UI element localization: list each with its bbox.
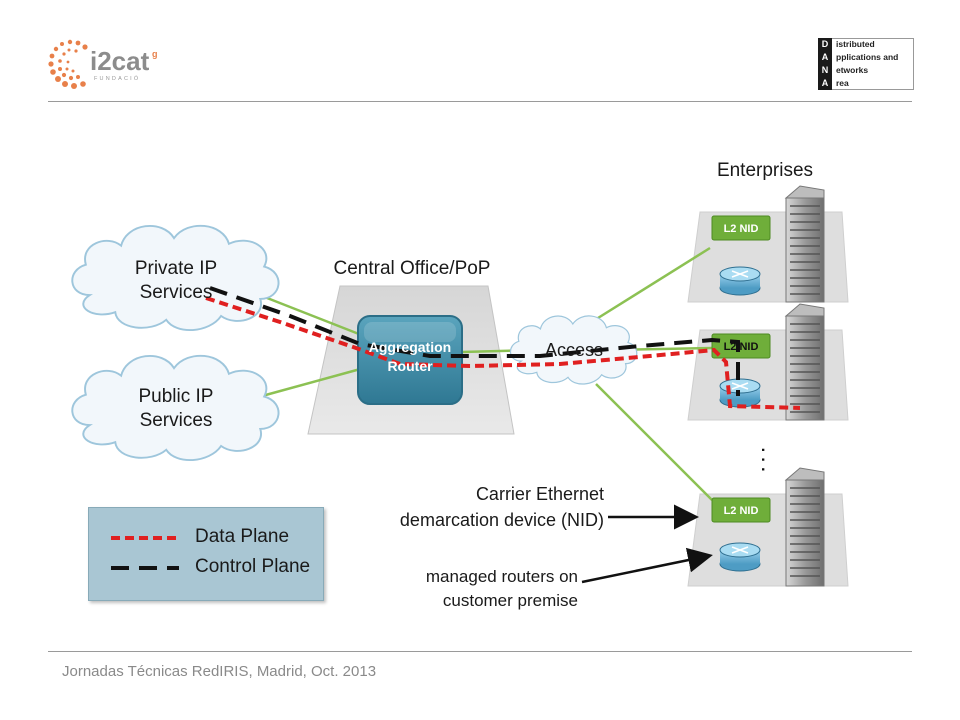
building-icon <box>784 185 825 303</box>
green-links <box>261 246 713 501</box>
footer-text: Jornadas Técnicas RedIRIS, Madrid, Oct. … <box>62 663 377 680</box>
dana-letter-column <box>818 38 832 90</box>
building-icon <box>784 303 825 421</box>
footer-divider <box>48 651 912 652</box>
dana-logo: D A N A istributed pplications and etwor… <box>818 38 914 90</box>
enterprises-title: Enterprises <box>717 160 813 181</box>
legend-control-plane: Control Plane <box>195 556 311 577</box>
data-plane-path <box>205 296 801 410</box>
central-office-title: Central Office/PoP <box>333 258 490 279</box>
ellipsis-indicator: · · · <box>754 448 771 473</box>
access-label: Access <box>545 340 603 360</box>
legend: Data Plane Control Plane <box>88 507 324 601</box>
l2-nid-label: L2 NID <box>724 505 759 517</box>
dana-word-2: pplications and <box>836 52 899 62</box>
i2cat-wordmark: i2cat <box>90 46 150 76</box>
legend-data-plane: Data Plane <box>195 526 290 547</box>
dana-letter-a: A <box>821 52 829 62</box>
public-ip-cloud <box>71 354 280 462</box>
router-arrow <box>581 547 713 584</box>
i2cat-wordmark-sup: g <box>152 49 158 59</box>
header-divider <box>48 101 912 102</box>
dana-word-1: istributed <box>836 39 875 49</box>
i2cat-logo: i2cat g FUNDACIÓ <box>44 32 194 92</box>
cpe-router-icon <box>719 266 761 296</box>
legend-swatches <box>111 536 179 570</box>
l2-nid-label: L2 NID <box>724 341 759 353</box>
aggregation-router <box>357 315 463 405</box>
i2cat-wordmark-sub: FUNDACIÓ <box>94 75 140 82</box>
building-icon <box>784 467 825 587</box>
dana-letter-n: N <box>821 65 829 75</box>
l2-nid-box: L2 NID <box>711 497 771 523</box>
control-plane-path <box>209 286 740 396</box>
dana-letter-d: D <box>821 39 829 49</box>
dana-word-4: rea <box>836 78 849 88</box>
l2-nid-box: L2 NID <box>711 333 771 359</box>
dana-letter-a2: A <box>821 78 829 88</box>
cpe-router-icon <box>719 542 761 572</box>
l2-nid-box: L2 NID <box>711 215 771 241</box>
dana-word-3: etworks <box>836 65 869 75</box>
l2-nid-label: L2 NID <box>724 223 759 235</box>
